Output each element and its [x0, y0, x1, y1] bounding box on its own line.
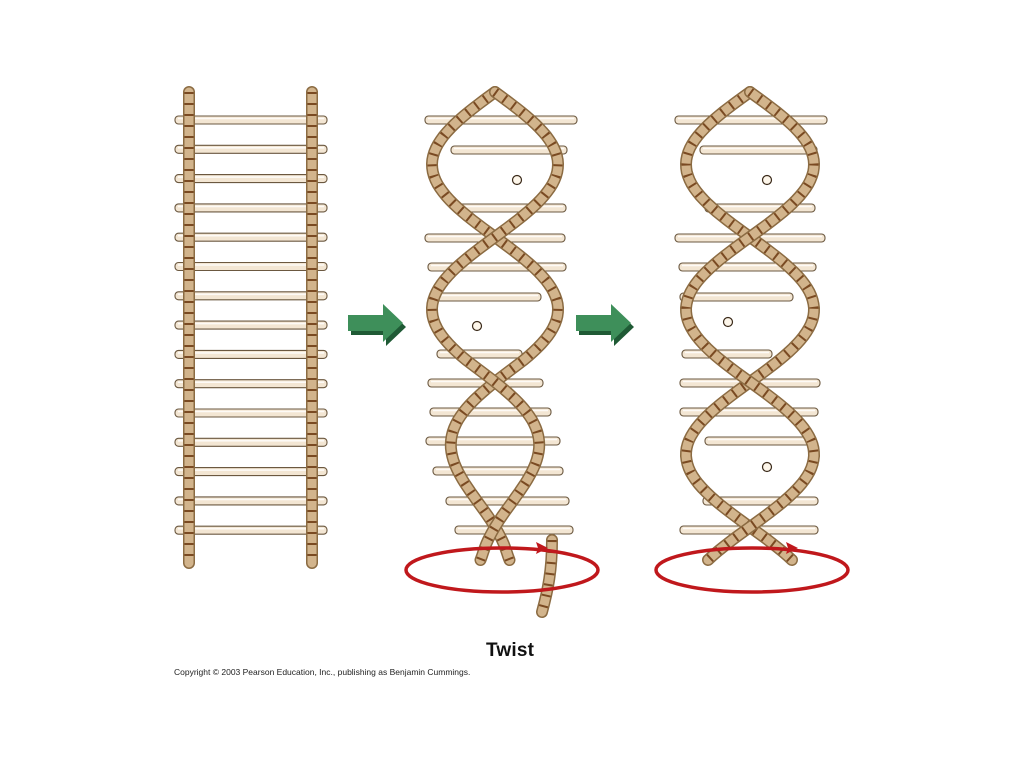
rotation-ring — [404, 546, 600, 594]
ladder-rung — [174, 349, 328, 359]
crossover-pin — [511, 174, 523, 186]
partially-twisted-ladder — [404, 86, 600, 618]
ladder-rung — [174, 115, 328, 125]
right-arrow-icon — [576, 304, 634, 346]
ladder-rung — [174, 525, 328, 535]
right-arrow-icon — [348, 304, 406, 346]
ladder-rung — [429, 292, 542, 302]
crossover-pin — [761, 174, 773, 186]
ladder-rung — [704, 436, 817, 446]
back-rungs — [674, 115, 828, 535]
rope-twist-marks — [427, 88, 563, 562]
ladder-rung — [174, 496, 328, 506]
rotation-arrowhead — [536, 542, 548, 554]
ladder-rung — [681, 349, 773, 359]
ladder-rung — [679, 292, 794, 302]
crossover-pin — [471, 320, 483, 332]
ladder-rung — [174, 261, 328, 272]
ladder-rung — [674, 115, 828, 125]
crossover-pin — [722, 316, 734, 328]
rope-twist-marks — [427, 88, 563, 562]
rope-twist-marks — [537, 539, 557, 614]
crossover-pin — [761, 461, 773, 473]
figure-caption: Twist — [486, 640, 535, 661]
rope-outline — [425, 86, 565, 566]
ladder-rung — [174, 408, 328, 418]
straight-ladder — [174, 86, 328, 569]
ladder-rung — [174, 232, 328, 242]
rope-outline — [425, 86, 565, 566]
rope-strand — [427, 87, 563, 565]
ladder-rung — [174, 174, 328, 184]
ladder-rung — [453, 203, 567, 213]
ladder-rung — [174, 144, 328, 154]
copyright-notice: Copyright © 2003 Pearson Education, Inc.… — [174, 667, 471, 677]
ladder-rung — [699, 145, 818, 155]
rope-twist-marks — [681, 88, 819, 564]
ladder-rung — [174, 203, 328, 213]
ladder-rung — [454, 525, 574, 535]
rope-strand — [427, 87, 563, 565]
ladder-rung — [174, 437, 328, 447]
ladder-rung — [174, 379, 328, 389]
ladder-rung — [174, 291, 328, 301]
rotation-ring — [654, 546, 850, 594]
rotation-arrow-icon — [404, 542, 600, 594]
double-helix — [654, 86, 850, 594]
rotation-arrow-icon — [654, 542, 850, 594]
rotation-arrowhead — [786, 542, 798, 554]
arrow-body — [348, 304, 403, 342]
ladder-rung — [174, 467, 328, 477]
ladder-rung — [174, 320, 328, 330]
rope-twist-marks — [681, 88, 819, 564]
arrow-body — [576, 304, 631, 342]
